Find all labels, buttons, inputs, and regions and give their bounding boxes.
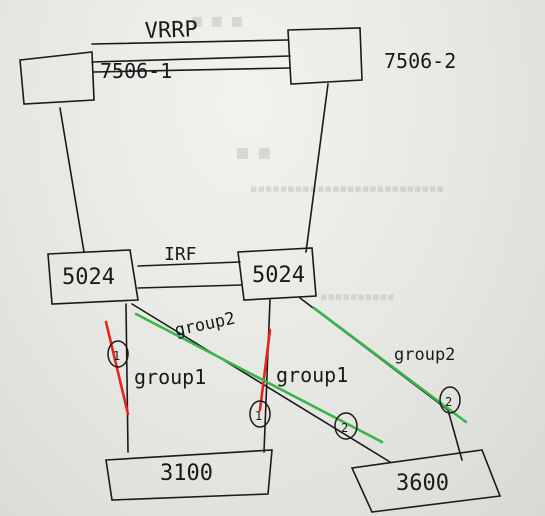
access-3600-label: 3600	[396, 471, 449, 496]
background-bleed-text: ▪ ▪ ▪	[190, 8, 244, 32]
port-marker-1-left	[107, 340, 129, 368]
background-bleed-text: ▪ ▪	[235, 140, 272, 165]
background-bleed-text: ▪▪▪▪▪▪▪▪▪▪▪▪▪▪▪▪▪▪▪▪▪▪▪▪▪▪	[250, 182, 444, 195]
green-path-left	[134, 312, 384, 444]
port-marker-2-left	[334, 412, 358, 440]
port-marker-text-1-right: 1	[255, 409, 262, 423]
downlink-right-3100	[263, 299, 271, 453]
red-path-right	[258, 328, 272, 412]
distribution-switch-left-box	[47, 249, 139, 305]
red-path-left	[104, 320, 130, 416]
access-switch-3100-box	[105, 449, 273, 501]
core-right-label: 7506-2	[384, 49, 456, 73]
background-bleed-text: ▪▪▪▪▪▪▪▪▪▪	[320, 290, 395, 303]
access-3100-label: 3100	[160, 461, 213, 486]
group-label-group1-left: group1	[134, 365, 206, 389]
port-marker-text-2-left: 2	[341, 421, 348, 435]
core-switch-left-box	[19, 51, 95, 105]
core-switch-right-box	[287, 27, 363, 85]
distribution-switch-right-box	[237, 247, 317, 301]
core-left-label: 7506-1	[100, 59, 172, 83]
port-marker-2-right	[439, 386, 461, 414]
port-marker-text-2-right: 2	[445, 395, 452, 409]
uplink-right	[305, 83, 329, 253]
downlink-left-3600	[131, 303, 391, 463]
vrrp-link-lower	[93, 67, 291, 73]
uplink-left	[59, 107, 85, 253]
group-label-group2-right: group2	[394, 345, 455, 365]
group-label-group1-right: group1	[276, 363, 348, 387]
irf-link-lower	[137, 284, 243, 289]
port-marker-1-right	[249, 400, 271, 428]
port-marker-text-1-left: 1	[113, 349, 120, 363]
vrrp-link-top	[91, 39, 289, 45]
access-switch-3600-box	[350, 449, 502, 513]
irf-link-upper	[137, 261, 241, 267]
group-label-group2-left: group2	[173, 309, 237, 341]
downlink-left-3100	[125, 303, 129, 453]
switch-right-label: 5024	[252, 263, 305, 288]
irf-label: IRF	[164, 244, 197, 265]
vrrp-link-upper	[91, 55, 291, 63]
switch-left-label: 5024	[62, 265, 115, 290]
vrrp-label: VRRP	[144, 17, 198, 44]
